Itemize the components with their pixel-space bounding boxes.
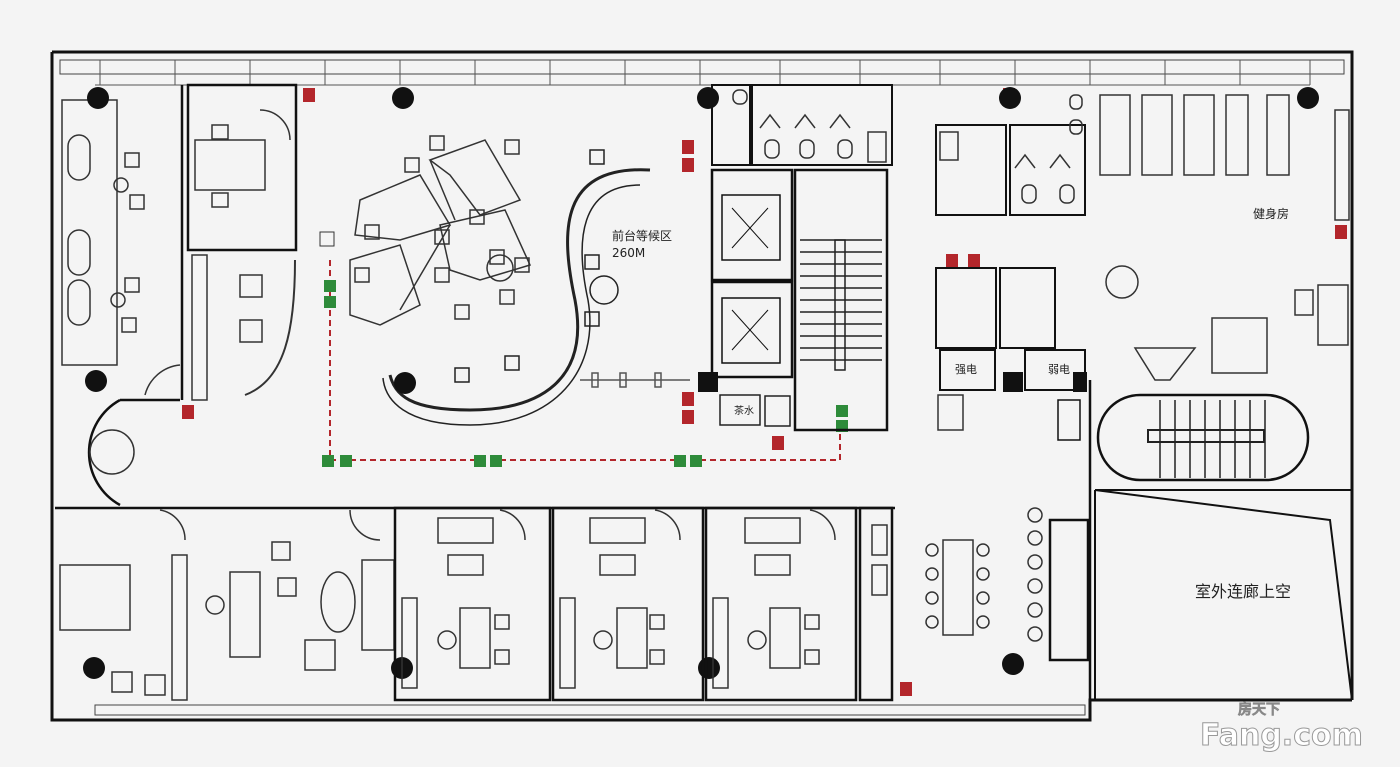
- emergency-sign-icon: [303, 88, 315, 102]
- outdoor-label: 室外连廊上空: [1195, 582, 1291, 601]
- emergency-sign-icon: [182, 405, 194, 419]
- bottom-offices: [393, 506, 894, 702]
- column-marker: [999, 87, 1021, 109]
- emergency-sign-icon: [946, 254, 958, 268]
- lounge-label: 前台等候区: [612, 228, 672, 243]
- outdoor-void: [1094, 489, 1353, 701]
- watermark-logo: 房天下 Fang.com: [1200, 701, 1364, 754]
- outlet-icon: [319, 231, 335, 247]
- emergency-sign-icon: [968, 254, 980, 268]
- column-marker: [698, 657, 720, 679]
- evacuation-route: [329, 260, 841, 461]
- exit-sign-icon: [322, 455, 334, 467]
- outer-walls: [50, 50, 1354, 722]
- emergency-sign-icon: [682, 392, 694, 406]
- column-marker: [698, 372, 718, 392]
- column-marker: [392, 87, 414, 109]
- restrooms-top: [711, 84, 1086, 216]
- exit-sign-icon: [674, 455, 686, 467]
- emergency-sign-icon: [772, 436, 784, 450]
- gym-equipment: [1099, 94, 1350, 381]
- column-marker: [87, 87, 109, 109]
- exit-sign-icon: [474, 455, 486, 467]
- gym-spiral-stair: [1096, 393, 1310, 482]
- column-marker: [1073, 372, 1087, 392]
- column-marker: [83, 657, 105, 679]
- emergency-sign-icon: [682, 410, 694, 424]
- window-mullions: [95, 60, 1311, 86]
- emergency-sign-icon: [900, 682, 912, 696]
- exit-sign-icon: [324, 280, 336, 292]
- long-table: [925, 507, 1043, 642]
- column-marker: [1002, 653, 1024, 675]
- room-left-label: 强电: [955, 363, 977, 376]
- emergency-sign-icon: [682, 158, 694, 172]
- bottom-left-office: [59, 509, 395, 701]
- watermark-cn: 房天下: [1238, 701, 1280, 718]
- room-right-label: 弱电: [1048, 363, 1070, 376]
- small-room-label: 茶水: [734, 404, 754, 417]
- elevator-icon: [721, 194, 781, 261]
- lounge-workstations: [349, 135, 532, 326]
- column-marker: [1003, 372, 1023, 392]
- lounge-area-label: 260M: [612, 246, 645, 260]
- bench-row: [580, 372, 690, 388]
- treadmill-icon: [1099, 94, 1131, 176]
- column-marker: [85, 370, 107, 392]
- treadmill-icon: [1141, 94, 1173, 176]
- treadmill-icon: [1183, 94, 1215, 176]
- core-stair: [719, 168, 889, 432]
- treadmill-icon: [1225, 94, 1249, 176]
- exit-sign-icon: [836, 405, 848, 417]
- exit-sign-icon: [340, 455, 352, 467]
- emergency-signs: [182, 88, 1347, 696]
- emergency-sign-icon: [1335, 225, 1347, 239]
- exit-sign-icon: [690, 455, 702, 467]
- exit-sign-icon: [490, 455, 502, 467]
- core-elevators: [710, 168, 794, 379]
- column-marker: [697, 87, 719, 109]
- watermark-en: Fang.com: [1200, 718, 1363, 753]
- curved-reception-counter: [382, 149, 651, 426]
- exit-sign-icon: [324, 296, 336, 308]
- elevator-icon: [721, 297, 781, 364]
- office-top-left: [186, 83, 298, 401]
- gym-label: 健身房: [1253, 206, 1289, 221]
- treadmill-icon: [1266, 94, 1290, 176]
- service-rooms: [935, 267, 1086, 431]
- column-marker: [1297, 87, 1319, 109]
- emergency-sign-icon: [682, 140, 694, 154]
- round-meeting-left: [87, 364, 181, 507]
